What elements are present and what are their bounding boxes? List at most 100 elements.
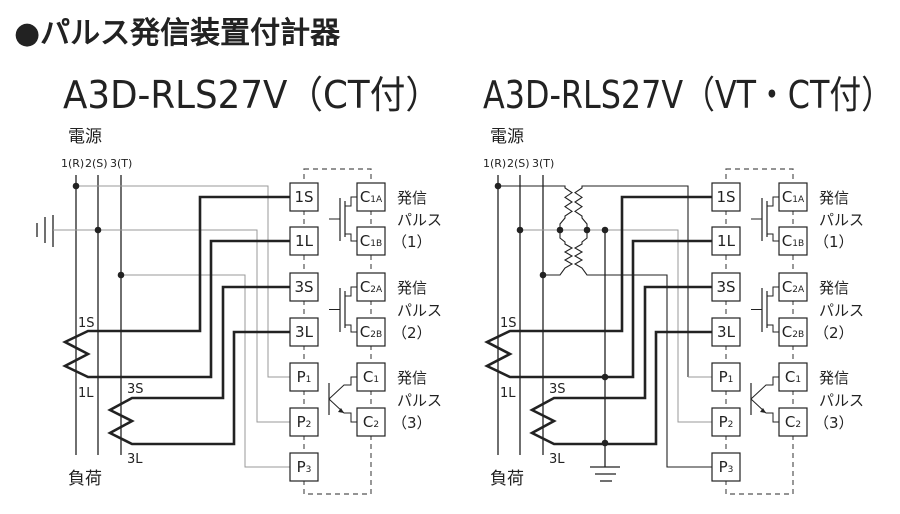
terminal-label-main: P <box>297 368 306 386</box>
vt-coil-1 <box>498 185 573 230</box>
output-terminal-label: C2B <box>782 323 804 341</box>
voltage-wire-p2 <box>53 229 290 423</box>
terminal-label-sub: 1 <box>306 375 312 385</box>
pulse-label-line3: （3） <box>814 414 854 432</box>
pulse-label-line3: （3） <box>392 414 432 432</box>
phase-label: 3(T) <box>110 157 132 170</box>
junction-dot <box>539 271 547 279</box>
pulse-label-line1: 発信 <box>819 279 849 297</box>
output-terminal-label-main: C <box>360 232 370 250</box>
voltage-wire-p2 <box>520 229 712 423</box>
terminal-box <box>711 317 741 347</box>
pulse-label-line3: （2） <box>392 324 432 342</box>
page-title: ●パルス発信装置付計器 <box>14 16 341 51</box>
terminal-label-main: P <box>297 458 306 476</box>
ct-label-1s: 1S <box>500 316 517 331</box>
terminal-label-main: P <box>297 413 306 431</box>
pulse-label-line3: （1） <box>392 233 432 251</box>
terminal-label-main: 1S <box>716 188 735 206</box>
output-terminal-label-main: C <box>363 413 373 431</box>
terminal-label: P1 <box>719 368 734 386</box>
voltage-wire-p1 <box>76 185 290 378</box>
output-terminal-box <box>778 362 808 392</box>
output-terminal-label: C2 <box>363 413 379 431</box>
output-terminal-label-sub: 1 <box>373 375 379 385</box>
output-terminal-label: C2B <box>360 323 382 341</box>
contact-icon <box>767 324 779 333</box>
transistor-arrow-icon <box>760 408 766 413</box>
output-terminal-label-main: C <box>782 232 792 250</box>
junction-dot <box>94 226 102 234</box>
pulse-label-line2: パルス <box>397 392 442 410</box>
terminal-box <box>711 407 741 437</box>
pulse-label-line2: パルス <box>819 392 864 410</box>
terminal-label: P3 <box>719 458 734 476</box>
terminal-box <box>711 226 741 256</box>
terminal-label-main: 3S <box>716 278 735 296</box>
output-terminal-box <box>778 226 808 256</box>
output-terminal-box <box>356 407 386 437</box>
load-label: 負荷 <box>490 469 524 489</box>
output-terminal-label: C2 <box>785 413 801 431</box>
output-terminal-label-sub: 2 <box>373 420 379 430</box>
terminal-box <box>289 452 319 482</box>
output-terminal-label: C2A <box>782 278 805 296</box>
phase-label: 2(S) <box>507 157 530 170</box>
pulse-label-line2: パルス <box>819 302 864 320</box>
output-terminal-box <box>778 182 808 212</box>
vt-coil-3 <box>574 185 689 377</box>
output-terminal-label-sub: 1B <box>370 239 382 249</box>
terminal-box <box>289 407 319 437</box>
pulse-label-line1: 発信 <box>397 279 427 297</box>
output-terminal-label-sub: 2A <box>370 285 383 295</box>
ct3-wiring <box>107 285 290 446</box>
terminal-label: 1S <box>294 188 313 206</box>
terminal-box <box>711 452 741 482</box>
output-terminal-label: C1 <box>785 368 801 386</box>
pulse-label-line3: （2） <box>814 324 854 342</box>
junction-dot <box>583 226 591 234</box>
pulse-label-line2: パルス <box>819 211 864 229</box>
output-terminal-label: C2A <box>360 278 383 296</box>
junction-dot <box>494 182 502 190</box>
output-terminal-label-main: C <box>360 323 370 341</box>
terminal-label-main: 3S <box>294 278 313 296</box>
output-terminal-label: C1A <box>360 188 383 206</box>
output-terminal-label-sub: 1B <box>792 239 804 249</box>
ct-label-3l: 3L <box>127 452 143 467</box>
terminal-label-main: 1S <box>294 188 313 206</box>
output-terminal-box <box>778 407 808 437</box>
terminal-label-main: P <box>719 458 728 476</box>
terminal-label: P2 <box>719 413 734 431</box>
ct-label-3s: 3S <box>127 382 144 397</box>
pulse-label-line2: パルス <box>397 211 442 229</box>
junction-dot <box>556 226 564 234</box>
terminal-label-main: 1L <box>295 232 314 250</box>
pulse-label-line1: 発信 <box>397 189 427 207</box>
junction-dot <box>516 226 524 234</box>
terminal-label: P2 <box>297 413 312 431</box>
output-terminal-label-sub: 1 <box>795 375 801 385</box>
terminal-label-main: P <box>719 413 728 431</box>
transistor-icon <box>328 398 357 423</box>
transistor-icon <box>750 398 779 423</box>
transistor-icon <box>750 376 779 400</box>
ct1-wiring <box>62 195 290 379</box>
output-terminal-label-main: C <box>360 278 370 296</box>
source-label: 電源 <box>68 127 102 147</box>
phase-label: 1(R) <box>61 157 84 170</box>
transistor-icon <box>328 376 357 400</box>
terminal-label: 1L <box>295 232 314 250</box>
terminal-label-main: 1L <box>717 232 736 250</box>
junction-dot <box>117 271 125 279</box>
ct-label-1s: 1S <box>78 316 95 331</box>
output-terminal-label-main: C <box>363 368 373 386</box>
terminal-label-sub: 2 <box>728 420 734 430</box>
pulse-label-line2: パルス <box>397 302 442 320</box>
ct-label-1l: 1L <box>78 386 94 401</box>
terminal-label: 1L <box>717 232 736 250</box>
phase-label: 3(T) <box>532 157 554 170</box>
output-terminal-label-sub: 1A <box>370 195 383 205</box>
